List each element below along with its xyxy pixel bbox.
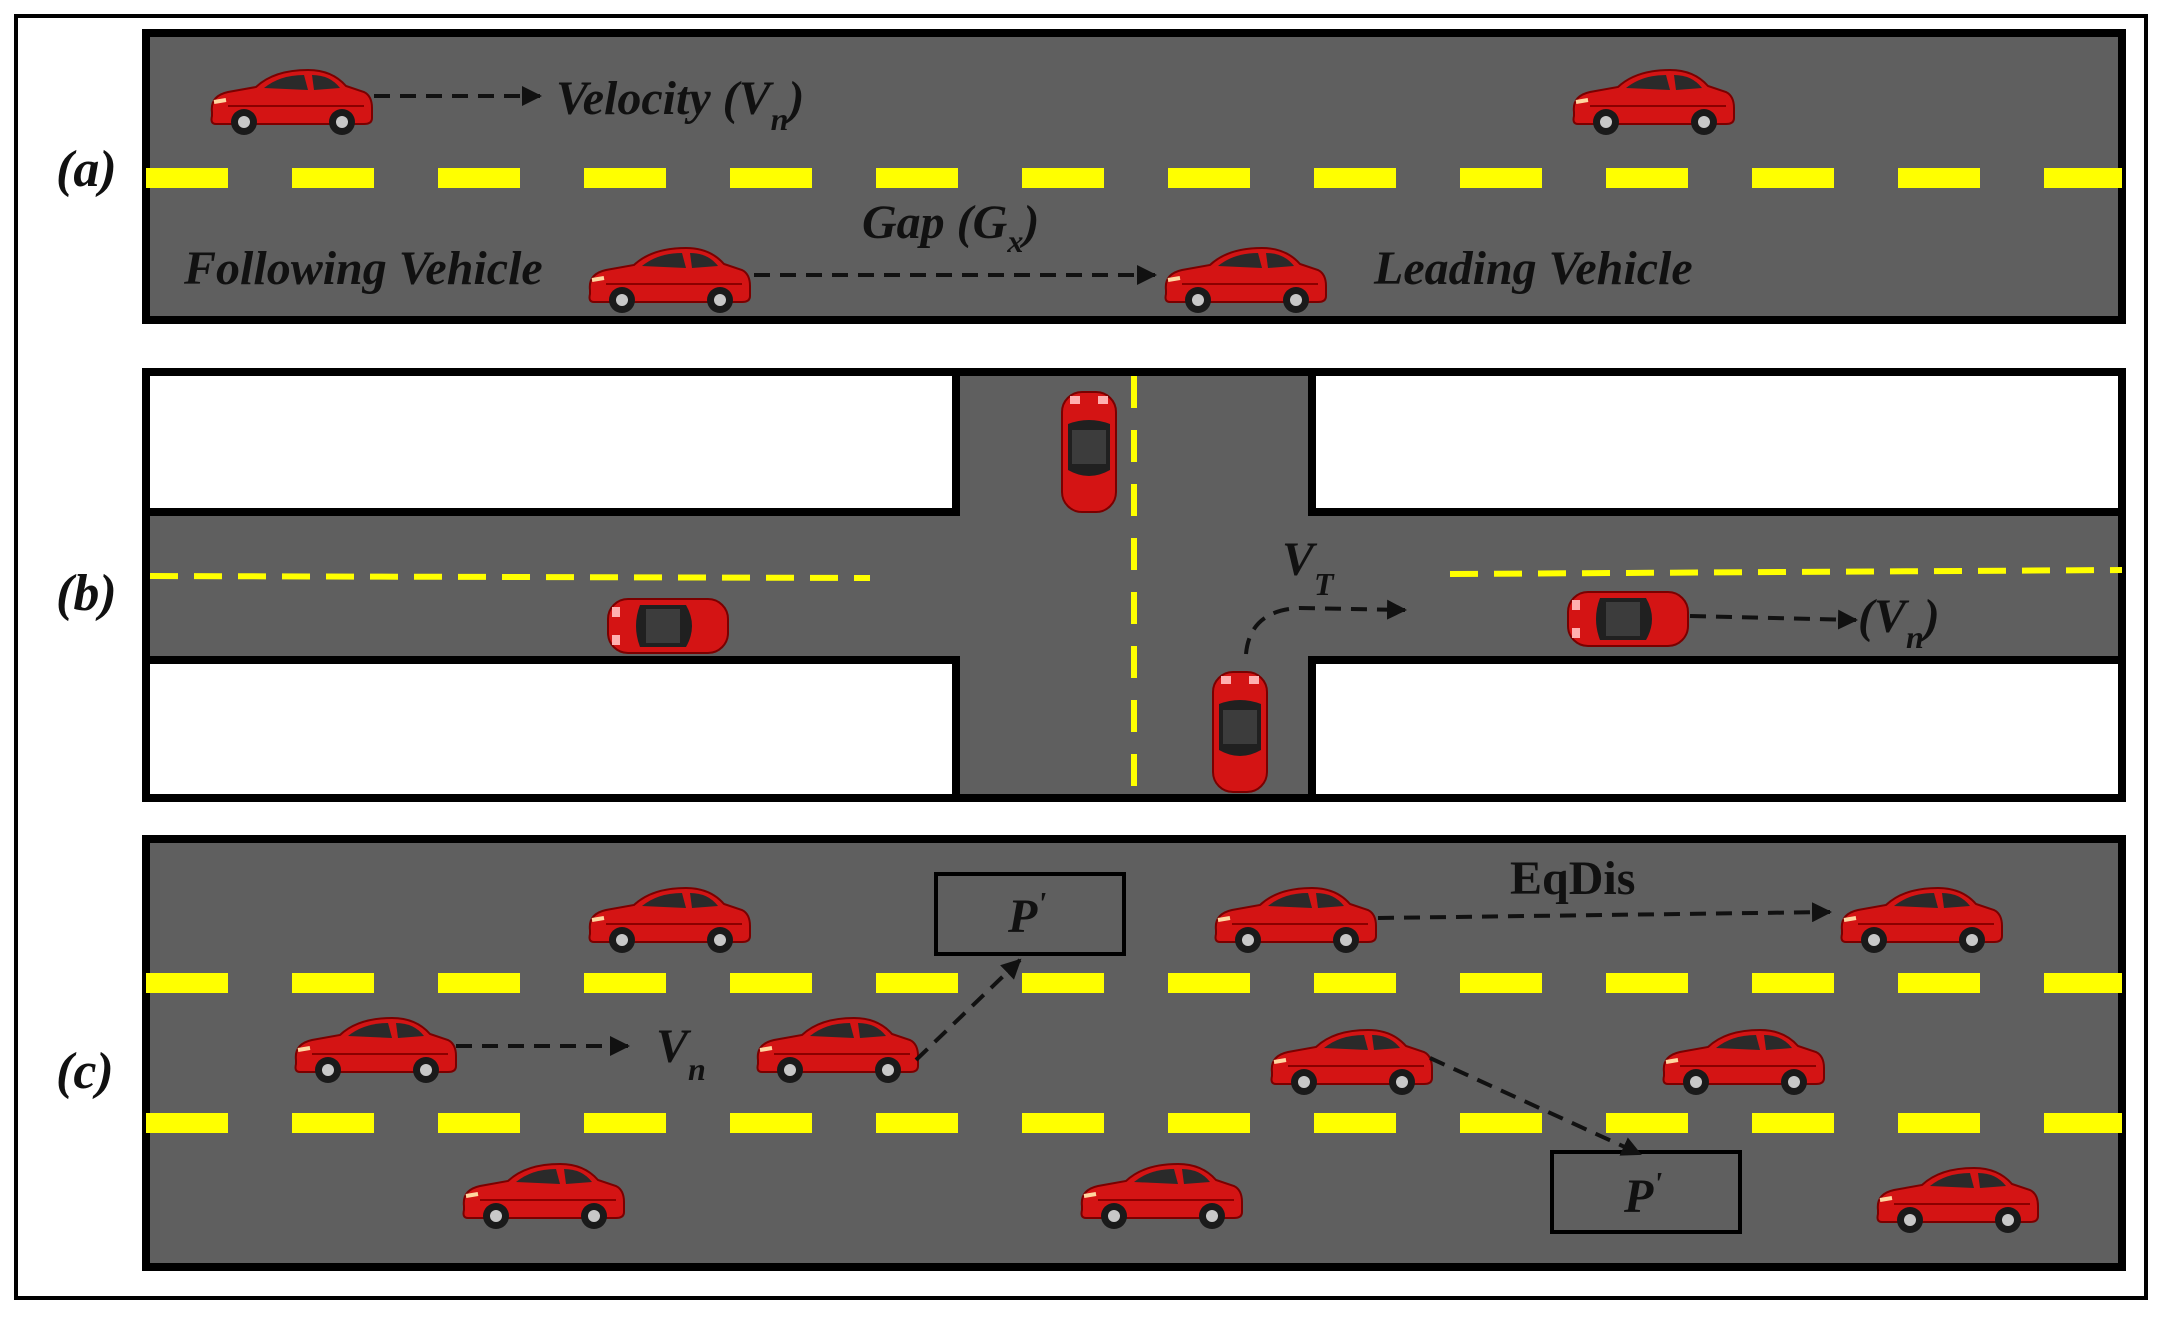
lane-marking-b-right [1449,567,2123,577]
gap-label: Gap (Gx) [862,196,1039,259]
horizontal-road [150,516,2118,656]
eqdis-label: EqDis [1510,852,1635,905]
car-top-icon [607,598,729,654]
eqdis-arrow [1377,902,1832,923]
panel-a: (a) Velocity (Vn) Gap (Gx) Following Veh… [56,29,2126,324]
following-vehicle-label: Following Vehicle [183,242,543,295]
velocity-label-c: Vn [656,1020,706,1087]
panel-label-c: (c) [56,1043,114,1100]
block-top-right [1308,368,2126,516]
panel-label-b: (b) [56,565,117,622]
velocity-label-b: (Vn) [1858,590,1940,655]
car-top-icon [1567,591,1689,647]
figure-frame [14,14,2148,1300]
panel-c: (c) EqDis Vn P' P' [56,835,2126,1271]
panel-label-a: (a) [56,141,117,198]
block-top-left [142,368,960,516]
velocity-arrow-b [1689,609,1858,630]
turn-velocity-label: VT [1282,533,1335,602]
car-top-icon [1061,391,1117,513]
block-bottom-left [142,656,960,802]
target-box-1 [934,872,1126,956]
panel-b: (b) VT (Vn) [56,368,2126,802]
block-bottom-right [1308,656,2126,802]
leading-vehicle-label: Leading Vehicle [1373,242,1693,295]
lane-change-arrow-down [1429,1056,1642,1156]
target-label-1: P' [1007,885,1046,943]
target-label-2: P' [1623,1165,1662,1223]
turn-arrow [1244,599,1407,655]
lane-marking-b-left [149,573,871,581]
target-box-2 [1550,1150,1742,1234]
turning-car-icon [1212,671,1268,793]
velocity-label: Velocity (Vn) [556,72,804,137]
